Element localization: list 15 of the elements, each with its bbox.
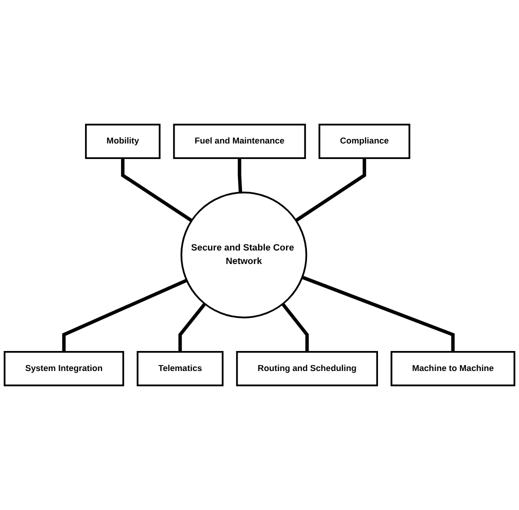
node-box: Mobility [85,124,161,159]
node-box: Compliance [318,124,410,159]
connector [295,158,366,222]
node-box: Machine to Machine [390,351,516,386]
node-circle: Secure and Stable Core Network [180,192,308,318]
connector [121,158,193,222]
connector [302,276,455,352]
node-box: Telematics [136,351,224,386]
connector [281,302,309,352]
connector [178,302,206,352]
node-box: Routing and Scheduling [236,351,378,386]
connector [238,158,242,193]
connector [62,278,188,352]
node-box: Fuel and Maintenance [173,124,306,159]
node-box: System Integration [4,351,124,386]
